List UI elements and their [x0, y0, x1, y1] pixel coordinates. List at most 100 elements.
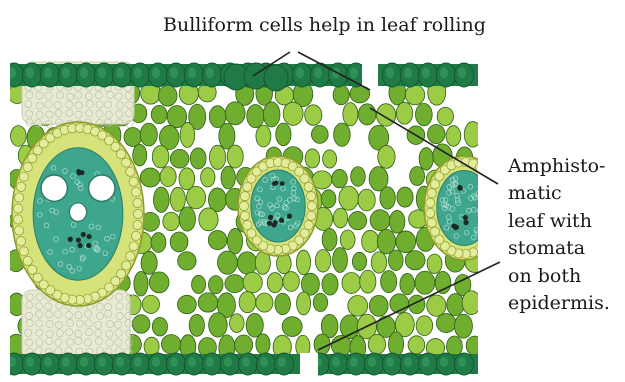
bundle-sheath-cell [239, 201, 248, 210]
mesophyll-cell [189, 314, 204, 336]
epidermis-highlight [134, 68, 142, 79]
mesophyll-cell [209, 145, 225, 169]
mesophyll-cell [208, 276, 223, 294]
mesophyll-cell [297, 292, 311, 315]
mesophyll-cell [208, 231, 227, 250]
mesophyll-cell [180, 122, 195, 147]
mesophyll-cell [436, 314, 456, 333]
vascular-cell [479, 226, 484, 231]
mesophyll-cell [313, 293, 327, 311]
mesophyll-cell [314, 334, 330, 355]
mesophyll-cell [198, 293, 218, 312]
phloem-cell [68, 237, 73, 242]
bundle-sheath-cell [14, 204, 23, 213]
vascular-cell [481, 220, 486, 225]
mesophyll-cell [163, 212, 180, 231]
bundle-sheath-cell [15, 193, 24, 202]
epidermis-highlight [242, 357, 250, 367]
phloem-cell [279, 218, 284, 223]
bundle-sheath-cell [493, 213, 502, 222]
mesophyll-cell [396, 231, 416, 253]
epidermis-highlight [422, 357, 430, 367]
mesophyll-cell [322, 228, 337, 250]
mesophyll-cell [381, 270, 397, 292]
mesophyll-cell [179, 207, 195, 231]
mesophyll-cell [201, 168, 215, 187]
mesophyll-cell [415, 271, 435, 294]
bundle-sheath-cell [131, 231, 140, 240]
mesophyll-cell [349, 212, 367, 230]
phloem-cell [268, 215, 273, 220]
mesophyll-cell [177, 295, 196, 313]
mesophyll-cell [141, 251, 157, 274]
mesophyll-cell [149, 272, 169, 293]
mesophyll-cell [190, 148, 206, 169]
bulliform-cell [264, 65, 288, 91]
mesophyll-cell [178, 252, 196, 270]
phloem-cell [86, 243, 91, 248]
epidermis-highlight [440, 357, 448, 367]
phloem-cell [453, 225, 458, 230]
epidermis-highlight [314, 68, 322, 79]
mesophyll-cell [140, 123, 157, 146]
mesophyll-cell [263, 102, 280, 127]
mesophyll-cell [323, 150, 337, 168]
mesophyll-cell [161, 335, 180, 354]
epidermis-highlight [260, 357, 268, 367]
bundle-sheath-cell [240, 211, 249, 220]
bundle-sheath-cell [126, 167, 135, 176]
mesophyll-cell [276, 123, 291, 146]
mesophyll-cell [142, 295, 159, 313]
epidermis-highlight [404, 357, 412, 367]
phloem-cell [87, 234, 92, 239]
mesophyll-cell [348, 296, 368, 317]
mesophyll-cell [360, 270, 376, 293]
phloem-cell [81, 232, 86, 237]
bundle-sheath-cell [240, 192, 249, 201]
mesophyll-cell [333, 85, 349, 105]
bundle-sheath-cell [23, 256, 32, 265]
bundle-sheath-cell [307, 201, 316, 210]
bundle-sheath-cell [430, 227, 439, 236]
epidermis-highlight [422, 68, 430, 79]
phloem-cell [267, 221, 272, 226]
mesophyll-cell [170, 149, 189, 168]
epidermis-highlight [170, 357, 178, 367]
mesophyll-cell [333, 248, 348, 273]
epidermis-highlight [80, 357, 88, 367]
mesophyll-cell [151, 105, 167, 123]
epidermis-highlight [62, 357, 70, 367]
mesophyll-cell [315, 249, 331, 272]
mesophyll-cell [227, 145, 243, 168]
mesophyll-cell [239, 292, 256, 313]
vascular-cell [483, 195, 488, 200]
mesophyll-cell [370, 210, 390, 231]
mesophyll-cell [339, 186, 359, 210]
mesophyll-cell [400, 273, 415, 294]
mesophyll-cell [282, 317, 302, 337]
phloem-cell [76, 237, 81, 242]
epidermis-highlight [44, 68, 52, 79]
mesophyll-cell [247, 105, 264, 128]
bundle-sheath-cell [33, 273, 42, 282]
epidermis-highlight [458, 357, 466, 367]
epidermis-highlight [206, 68, 214, 79]
mesophyll-cell [199, 208, 218, 231]
epidermis-highlight [278, 357, 286, 367]
mesophyll-cell [256, 293, 273, 312]
epidermis-highlight [368, 357, 376, 367]
bundle-sheath-cell [304, 182, 313, 191]
bundle-sheath-cell [28, 265, 37, 274]
phloem-cell [77, 243, 82, 248]
phloem-cell [458, 186, 463, 191]
phloem-cell [77, 171, 82, 176]
epidermis-highlight [188, 68, 196, 79]
mesophyll-cell [415, 103, 432, 125]
mesophyll-cell [343, 103, 358, 126]
bundle-sheath-cell [15, 226, 24, 235]
epidermis-highlight [62, 68, 70, 79]
mesophyll-cell [132, 315, 150, 333]
epidermis-highlight [386, 68, 394, 79]
bundle-sheath-cell [121, 261, 130, 270]
bundle-sheath-cell [307, 211, 316, 220]
